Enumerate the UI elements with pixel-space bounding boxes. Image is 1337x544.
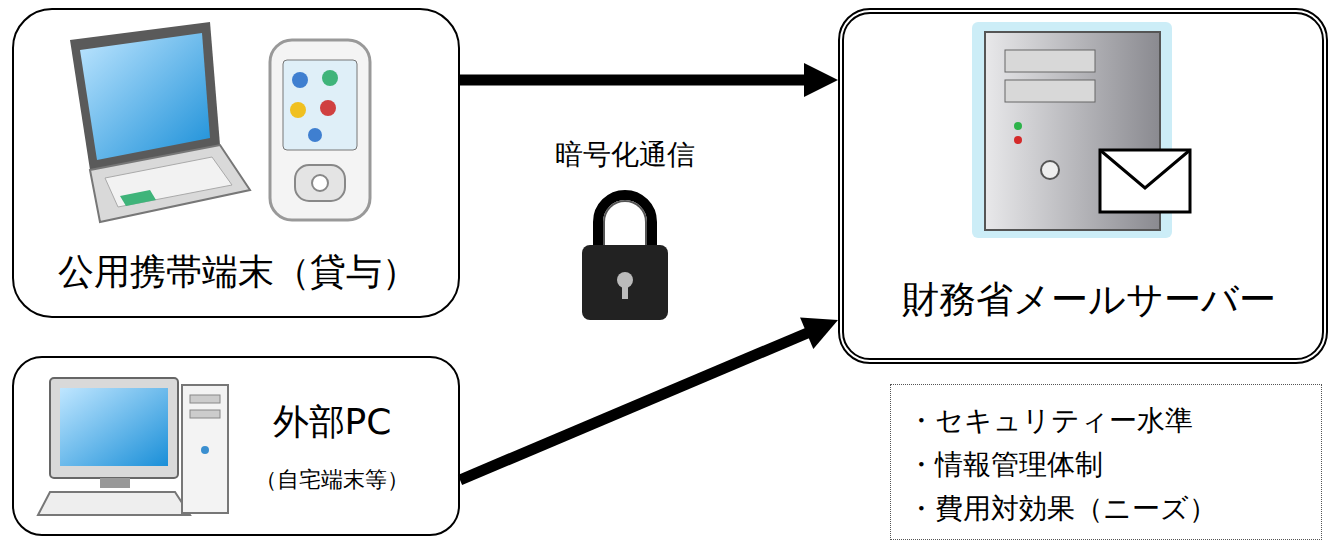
node-text: ・情報管理体制 (907, 449, 1103, 481)
desktop-icon (38, 378, 228, 515)
node-text: ・費用対効果（ニーズ） (907, 493, 1217, 525)
node-text: ・セキュリティー水準 (907, 405, 1193, 437)
arrow-connector (460, 318, 838, 480)
lock-icon (582, 195, 668, 320)
node-text: 財務省メールサーバー (902, 279, 1276, 322)
node-text: （自宅端末等） (255, 467, 409, 492)
node-text: 公用携帯端末（貸与） (58, 251, 418, 292)
external-pc-box: 外部PC （自宅端末等） (12, 356, 460, 536)
criteria-box: ・セキュリティー水準・情報管理体制・費用対効果（ニーズ） (890, 384, 1322, 540)
laptop-icon (70, 22, 250, 222)
server-icon (972, 22, 1190, 238)
device-box: 公用携帯端末（貸与） (12, 8, 460, 318)
handheld-icon (270, 40, 370, 220)
arrow-connector (460, 63, 838, 97)
server-box: 財務省メールサーバー (838, 8, 1328, 364)
note-label: 暗号化通信 (555, 139, 695, 171)
node-text: 外部PC (273, 401, 392, 442)
